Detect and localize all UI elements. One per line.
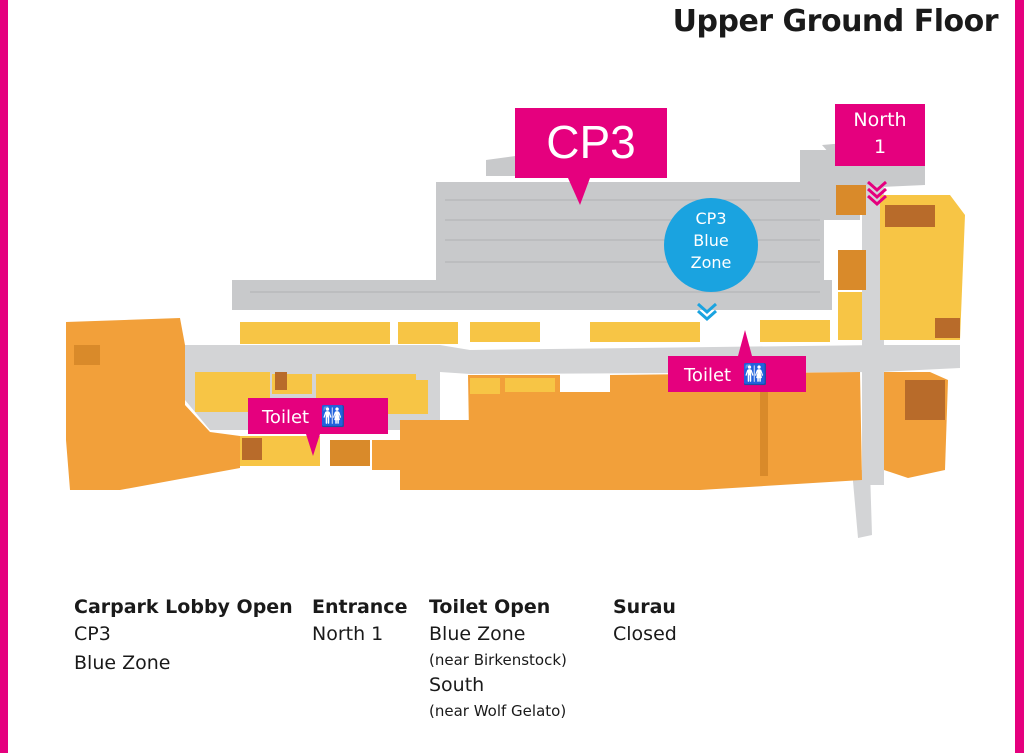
- legend-carpark-heading: Carpark Lobby Open: [74, 596, 293, 618]
- toilet-blue-callout: [668, 330, 806, 392]
- legend-entrance-heading: Entrance: [312, 596, 408, 618]
- legend-surau-heading: Surau: [613, 596, 676, 618]
- north-1-label: North 1: [835, 107, 925, 161]
- legend-toilet-note: (near Wolf Gelato): [429, 702, 567, 720]
- legend-toilet-note: (near Birkenstock): [429, 651, 567, 669]
- toilet-south-label: Toilet 🚻: [262, 403, 346, 431]
- cp3-callout: [515, 108, 667, 205]
- chevron-down-icon: [867, 180, 887, 207]
- cp3-label: CP3: [546, 116, 636, 168]
- toilet-blue-text: Toilet: [684, 365, 732, 386]
- toilet-icon: 🚻: [742, 362, 768, 386]
- blue-zone-label-line2: Blue: [693, 231, 729, 250]
- frame-right-border: [1015, 0, 1024, 753]
- legend-toilet-item: Blue Zone: [429, 623, 526, 645]
- toilet-blue-label: Toilet 🚻: [684, 361, 768, 389]
- north-1-callout: [835, 104, 925, 166]
- legend-entrance: Entrance North 1: [312, 594, 407, 649]
- chevron-down-icon: [697, 302, 717, 322]
- north-1-label-line2: 1: [873, 136, 887, 158]
- legend-toilet-item: South: [429, 674, 485, 696]
- blue-zone-label-line3: Zone: [690, 253, 732, 272]
- frame-left-border: [0, 0, 8, 753]
- north-1-label-line1: North: [853, 109, 907, 131]
- toilet-south-callout: [248, 398, 388, 456]
- legend-toilet: Toilet Open Blue Zone (near Birkenstock)…: [429, 594, 567, 722]
- legend-carpark-item: Blue Zone: [74, 652, 171, 674]
- shop-units: [66, 185, 965, 490]
- floor-title: Upper Ground Floor: [672, 4, 999, 39]
- toilet-icon: 🚻: [320, 404, 346, 428]
- legend-carpark-item: CP3: [74, 623, 111, 645]
- legend-entrance-item: North 1: [312, 623, 384, 645]
- toilet-south-text: Toilet: [262, 407, 310, 428]
- legend-toilet-heading: Toilet Open: [429, 596, 551, 618]
- legend-carpark: Carpark Lobby Open CP3 Blue Zone: [74, 594, 293, 678]
- blue-zone-label: CP3 Blue Zone: [664, 208, 758, 274]
- legend-surau-item: Closed: [613, 623, 677, 645]
- blue-zone-label-line1: CP3: [695, 209, 727, 228]
- legend-surau: Surau Closed: [613, 594, 677, 649]
- blue-zone-marker: [664, 198, 758, 292]
